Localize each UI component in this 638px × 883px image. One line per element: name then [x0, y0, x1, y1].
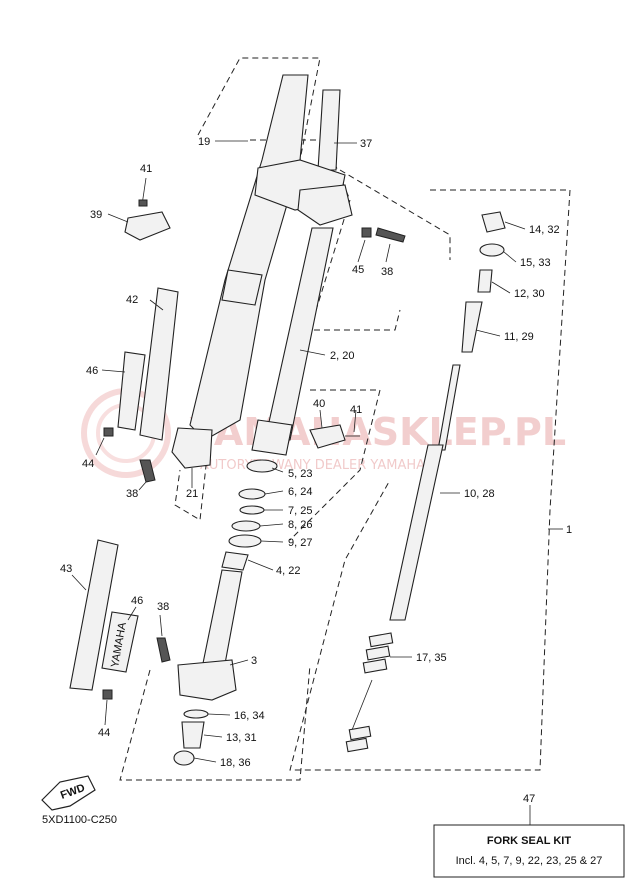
callout-46b: 46	[131, 595, 143, 607]
cable-clamp-part	[124, 211, 171, 241]
washer-part	[231, 520, 261, 532]
tube-group-outline	[250, 139, 401, 331]
callout-6-24: 6, 24	[288, 486, 312, 498]
callout-10-28: 10, 28	[464, 488, 495, 500]
lower-group-outline	[119, 664, 311, 781]
leader-lines	[71, 140, 563, 825]
callout-38c: 38	[157, 601, 169, 613]
callout-43: 43	[60, 563, 72, 575]
callout-18-36: 18, 36	[220, 757, 251, 769]
callout-38b: 38	[126, 488, 138, 500]
callout-44a: 44	[82, 458, 94, 470]
bolt-41-part	[138, 199, 148, 207]
callout-labels: 19 37 41 39 45 38 14, 32 15, 33 12, 30 1…	[60, 136, 572, 769]
damper-rod-part	[389, 444, 444, 621]
callout-37: 37	[360, 138, 372, 150]
damper-group-outline	[289, 189, 571, 771]
o-ring-part	[183, 709, 209, 719]
kit-box	[433, 824, 625, 878]
callout-45: 45	[352, 264, 364, 276]
kit-number: 47	[523, 793, 535, 805]
bolt-38-part	[139, 459, 156, 483]
callout-4-22: 4, 22	[276, 565, 300, 577]
collar-12-part	[477, 269, 493, 293]
clip-part	[238, 488, 266, 500]
fork-seal-kit: 47 FORK SEAL KIT Incl. 4, 5, 7, 9, 22, 2…	[433, 793, 625, 878]
callout-15-33: 15, 33	[520, 257, 551, 269]
outer-tube-collar-part	[221, 269, 263, 306]
callout-41a: 41	[140, 163, 152, 175]
spacer-part	[479, 243, 505, 257]
callout-2-20: 2, 20	[330, 350, 354, 362]
collar-part	[181, 721, 205, 749]
fork-guard-lower-part	[69, 539, 119, 691]
inner-tube-part	[264, 227, 334, 441]
callout-41b: 41	[350, 404, 362, 416]
callout-42: 42	[126, 294, 138, 306]
bolt-44-part	[103, 427, 114, 437]
callout-1: 1	[566, 524, 572, 536]
callout-46a: 46	[86, 365, 98, 377]
clamp-group-outline	[289, 389, 381, 541]
bolt-44b-part	[102, 689, 113, 700]
bolt-38b-part	[375, 227, 406, 243]
callout-16-34: 16, 34	[234, 710, 265, 722]
damper-rod-tip-part	[437, 364, 461, 451]
parts: YAMAHA FWD	[41, 74, 506, 811]
lower-bracket-part	[297, 184, 353, 226]
fork-guard-upper-part	[139, 287, 179, 441]
bolt-cap-part	[173, 750, 195, 766]
callout-17-35: 17, 35	[416, 652, 447, 664]
drawing-code: 5XD1100-C250	[42, 814, 117, 826]
kit-includes: Incl. 4, 5, 7, 9, 22, 23, 25 & 27	[456, 855, 603, 867]
axle-holder-part	[171, 427, 213, 469]
callout-40: 40	[313, 398, 325, 410]
guide-bushing-part	[221, 551, 249, 571]
callout-5-23: 5, 23	[288, 468, 312, 480]
oil-seal-part	[228, 534, 262, 548]
callout-11-29: 11, 29	[504, 331, 534, 343]
kit-title: FORK SEAL KIT	[487, 835, 571, 847]
bolt-38c-part	[156, 637, 171, 663]
callout-8-26: 8, 26	[288, 519, 312, 531]
fwd-arrow-icon: FWD	[41, 775, 96, 811]
callout-7-25: 7, 25	[288, 505, 312, 517]
callout-3: 3	[251, 655, 257, 667]
watermark-subtext: AUTORYZOWANY DEALER YAMAHA	[200, 458, 425, 473]
callout-44b: 44	[98, 727, 110, 739]
dust-seal-part	[246, 459, 278, 473]
guard-sticker-lower-part	[101, 611, 139, 673]
oil-seal-washer-part	[239, 505, 265, 515]
callout-9-27: 9, 27	[288, 537, 312, 549]
callout-38a: 38	[381, 266, 393, 278]
guard-sticker-part	[117, 351, 146, 431]
watermark-text: YAMAHASKLEP.PL	[189, 410, 566, 454]
steering-stem-part	[317, 89, 341, 171]
spring-guide-part	[461, 301, 483, 353]
callout-13-31: 13, 31	[226, 732, 257, 744]
callout-14-32: 14, 32	[529, 224, 560, 236]
callout-21: 21	[186, 488, 198, 500]
callout-19: 19	[198, 136, 210, 148]
axle-bracket-part	[177, 659, 237, 701]
brake-hose-clamp-part	[309, 424, 346, 449]
callout-39: 39	[90, 209, 102, 221]
fork-spring-part	[345, 632, 394, 753]
top-clamp-outline	[339, 169, 451, 260]
inner-tube-bushing-part	[251, 419, 293, 456]
callout-12-30: 12, 30	[514, 288, 545, 300]
nut-45-part	[361, 227, 372, 238]
cap-bolt-part	[481, 211, 506, 233]
